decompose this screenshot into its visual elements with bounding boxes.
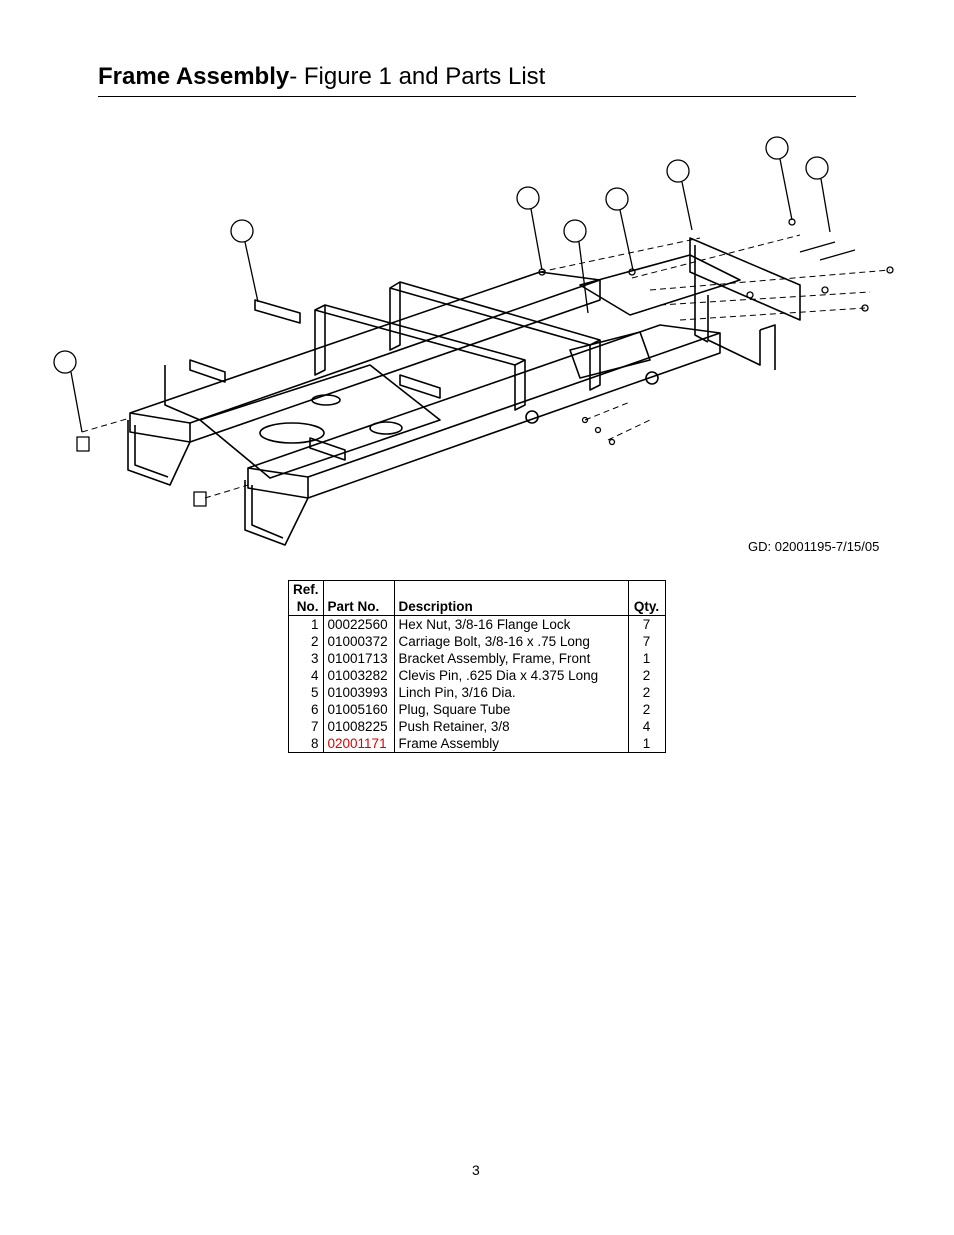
description-cell: Hex Nut, 3/8-16 Flange Lock [393,615,629,633]
ref-cell: 1 [288,615,324,633]
parts-table-header-row: Ref. No. Part No. Description Qty. [288,580,666,616]
ref-cell: 6 [288,701,324,718]
part-number-cell-highlighted: 02001171 [322,735,395,753]
frame-assembly-figure [40,120,920,560]
hardware-lines [81,234,891,499]
ref-cell: 8 [288,735,324,753]
description-cell: Clevis Pin, .625 Dia x 4.375 Long [393,667,629,684]
qty-cell: 4 [627,718,666,735]
part-number-cell: 01005160 [322,701,395,718]
description-cell: Linch Pin, 3/16 Dia. [393,684,629,701]
ref-cell: 2 [288,633,324,650]
part-number-cell: 01003993 [322,684,395,701]
center-platform [199,364,441,479]
qty-cell: 7 [627,633,666,650]
table-row: 5 01003993 Linch Pin, 3/16 Dia. 2 [288,684,666,701]
ref-cell: 7 [288,718,324,735]
table-row: 4 01003282 Clevis Pin, .625 Dia x 4.375 … [288,667,666,684]
qty-cell: 2 [627,684,666,701]
ref-cell: 4 [288,667,324,684]
header-qty: Qty. [627,580,666,616]
description-cell: Plug, Square Tube [393,701,629,718]
title-rule [98,96,856,97]
front-bracket [525,237,801,424]
header-ref-no: Ref. No. [288,580,324,616]
ref-cell: 3 [288,650,324,667]
front-legs [127,420,309,546]
main-rails [129,271,721,499]
ref-cell: 5 [288,684,324,701]
header-description: Description [393,580,629,616]
table-row: 1 00022560 Hex Nut, 3/8-16 Flange Lock 7 [288,615,666,633]
pins-and-bolts [76,218,894,507]
header-part-no: Part No. [322,580,395,616]
part-number-cell: 01008225 [322,718,395,735]
page-title: Frame Assembly- Figure 1 and Parts List [98,62,545,92]
header-ref-line2: No. [296,599,319,614]
cross-members [164,281,601,461]
table-row: 8 02001171 Frame Assembly 1 [288,735,666,753]
parts-list-table: Ref. No. Part No. Description Qty. 1 0002… [288,580,666,753]
qty-cell: 1 [627,650,666,667]
description-cell: Frame Assembly [393,735,629,753]
table-row: 3 01001713 Bracket Assembly, Frame, Fron… [288,650,666,667]
page-title-rest: - Figure 1 and Parts List [289,63,546,90]
description-cell: Push Retainer, 3/8 [393,718,629,735]
header-ref-line1: Ref. [293,582,319,597]
page-number: 3 [472,1162,480,1178]
part-number-cell: 00022560 [322,615,395,633]
table-row: 7 01008225 Push Retainer, 3/8 4 [288,718,666,735]
qty-cell: 2 [627,667,666,684]
figure-code: GD: 02001195-7/15/05 [748,539,880,554]
qty-cell: 7 [627,615,666,633]
description-cell: Carriage Bolt, 3/8-16 x .75 Long [393,633,629,650]
page-title-bold: Frame Assembly [98,63,290,90]
qty-cell: 2 [627,701,666,718]
callout-circles [53,136,831,433]
table-row: 2 01000372 Carriage Bolt, 3/8-16 x .75 L… [288,633,666,650]
qty-cell: 1 [627,735,666,753]
part-number-cell: 01001713 [322,650,395,667]
description-cell: Bracket Assembly, Frame, Front [393,650,629,667]
part-number-cell: 01000372 [322,633,395,650]
part-number-cell: 01003282 [322,667,395,684]
table-row: 6 01005160 Plug, Square Tube 2 [288,701,666,718]
